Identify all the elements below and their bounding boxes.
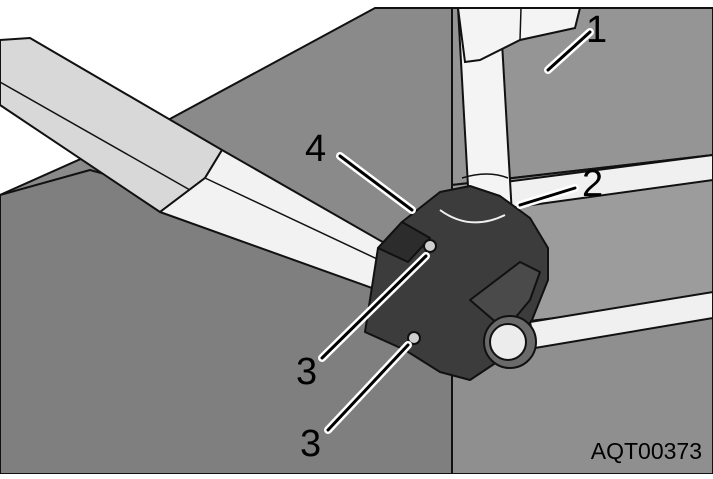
figure-code: AQT00373 bbox=[591, 438, 702, 464]
leader-line-3-upper bbox=[320, 254, 428, 360]
clamp-bolt-hole-lower bbox=[407, 331, 421, 345]
right-upper-panel bbox=[451, 7, 713, 186]
callout-3-lower: 3 bbox=[300, 423, 321, 465]
leader-line-4 bbox=[338, 154, 414, 212]
callout-1: 1 bbox=[586, 9, 607, 51]
through-bolt bbox=[483, 315, 537, 369]
leader-line-1 bbox=[546, 30, 592, 72]
leader-line-2 bbox=[518, 186, 577, 207]
clamp-bolt-hole-upper bbox=[423, 239, 437, 253]
callout-4: 4 bbox=[305, 128, 326, 170]
leader-lines-core bbox=[320, 30, 592, 432]
callout-2: 2 bbox=[582, 163, 603, 205]
vertical-tube bbox=[456, 7, 582, 224]
leader-line-3-lower bbox=[326, 343, 410, 432]
callout-3-upper: 3 bbox=[296, 351, 317, 393]
